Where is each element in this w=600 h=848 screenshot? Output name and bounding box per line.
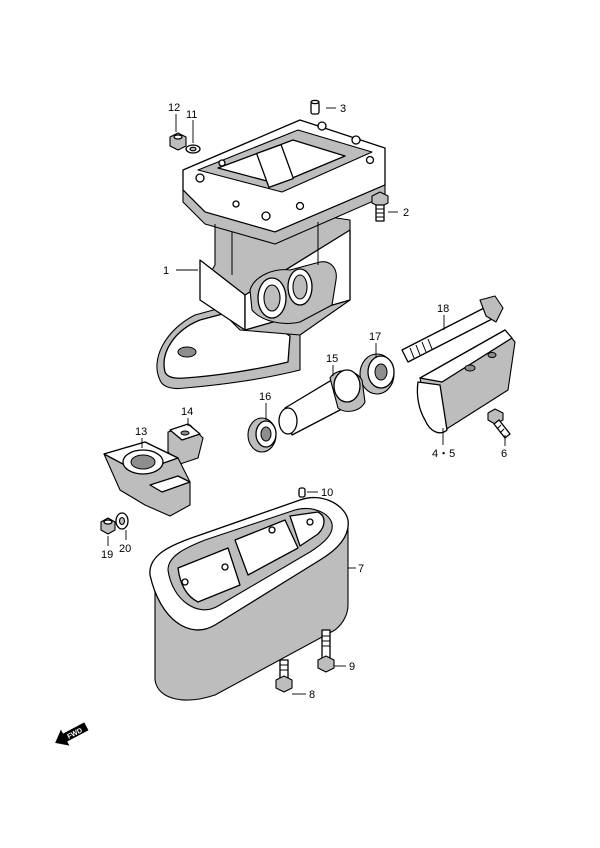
bolt-6 xyxy=(487,408,511,439)
yoke-13 xyxy=(103,441,191,517)
forward-arrow-icon: FWD xyxy=(55,722,89,746)
washer-11 xyxy=(185,144,201,154)
rubber-mount-15 xyxy=(278,369,366,436)
extension-case-7 xyxy=(149,496,349,701)
callout-6: 6 xyxy=(501,448,507,460)
callout-16: 16 xyxy=(259,391,271,403)
callout-18: 18 xyxy=(437,303,449,315)
callout-15: 15 xyxy=(326,353,338,365)
clip-14 xyxy=(167,423,204,465)
long-bolt-18 xyxy=(401,295,504,363)
callout-10: 10 xyxy=(321,487,333,499)
callout-8: 8 xyxy=(309,689,315,701)
callout-2: 2 xyxy=(403,207,409,219)
driveshaft-housing xyxy=(156,119,386,390)
leader-lines xyxy=(107,107,506,695)
dowel-pin xyxy=(310,99,320,115)
callout-3: 3 xyxy=(340,103,346,115)
bolt-2 xyxy=(371,191,389,222)
bolt-9 xyxy=(317,629,335,673)
nut-19 xyxy=(100,517,116,535)
bushing-ring-17 xyxy=(359,353,395,395)
callouts: 12 11 3 2 1 18 17 15 16 14 13 4・5 6 10 1… xyxy=(101,102,507,701)
bracket-cover-4-5 xyxy=(416,329,516,434)
washer-20 xyxy=(115,512,129,530)
callout-4-5: 4・5 xyxy=(432,448,455,460)
callout-1: 1 xyxy=(163,265,169,277)
seal-ring-16 xyxy=(247,417,277,453)
fwd-label: FWD xyxy=(66,727,83,741)
callout-12: 12 xyxy=(168,102,180,114)
callout-11: 11 xyxy=(186,109,197,121)
callout-13: 13 xyxy=(135,426,147,438)
bolt-8 xyxy=(275,659,293,693)
callout-17: 17 xyxy=(369,331,381,343)
callout-20: 20 xyxy=(119,543,131,555)
pin-10 xyxy=(298,487,306,498)
nut-12 xyxy=(169,132,187,151)
callout-14: 14 xyxy=(181,406,193,418)
callout-19: 19 xyxy=(101,549,113,561)
callout-7: 7 xyxy=(358,563,364,575)
callout-9: 9 xyxy=(349,661,355,673)
